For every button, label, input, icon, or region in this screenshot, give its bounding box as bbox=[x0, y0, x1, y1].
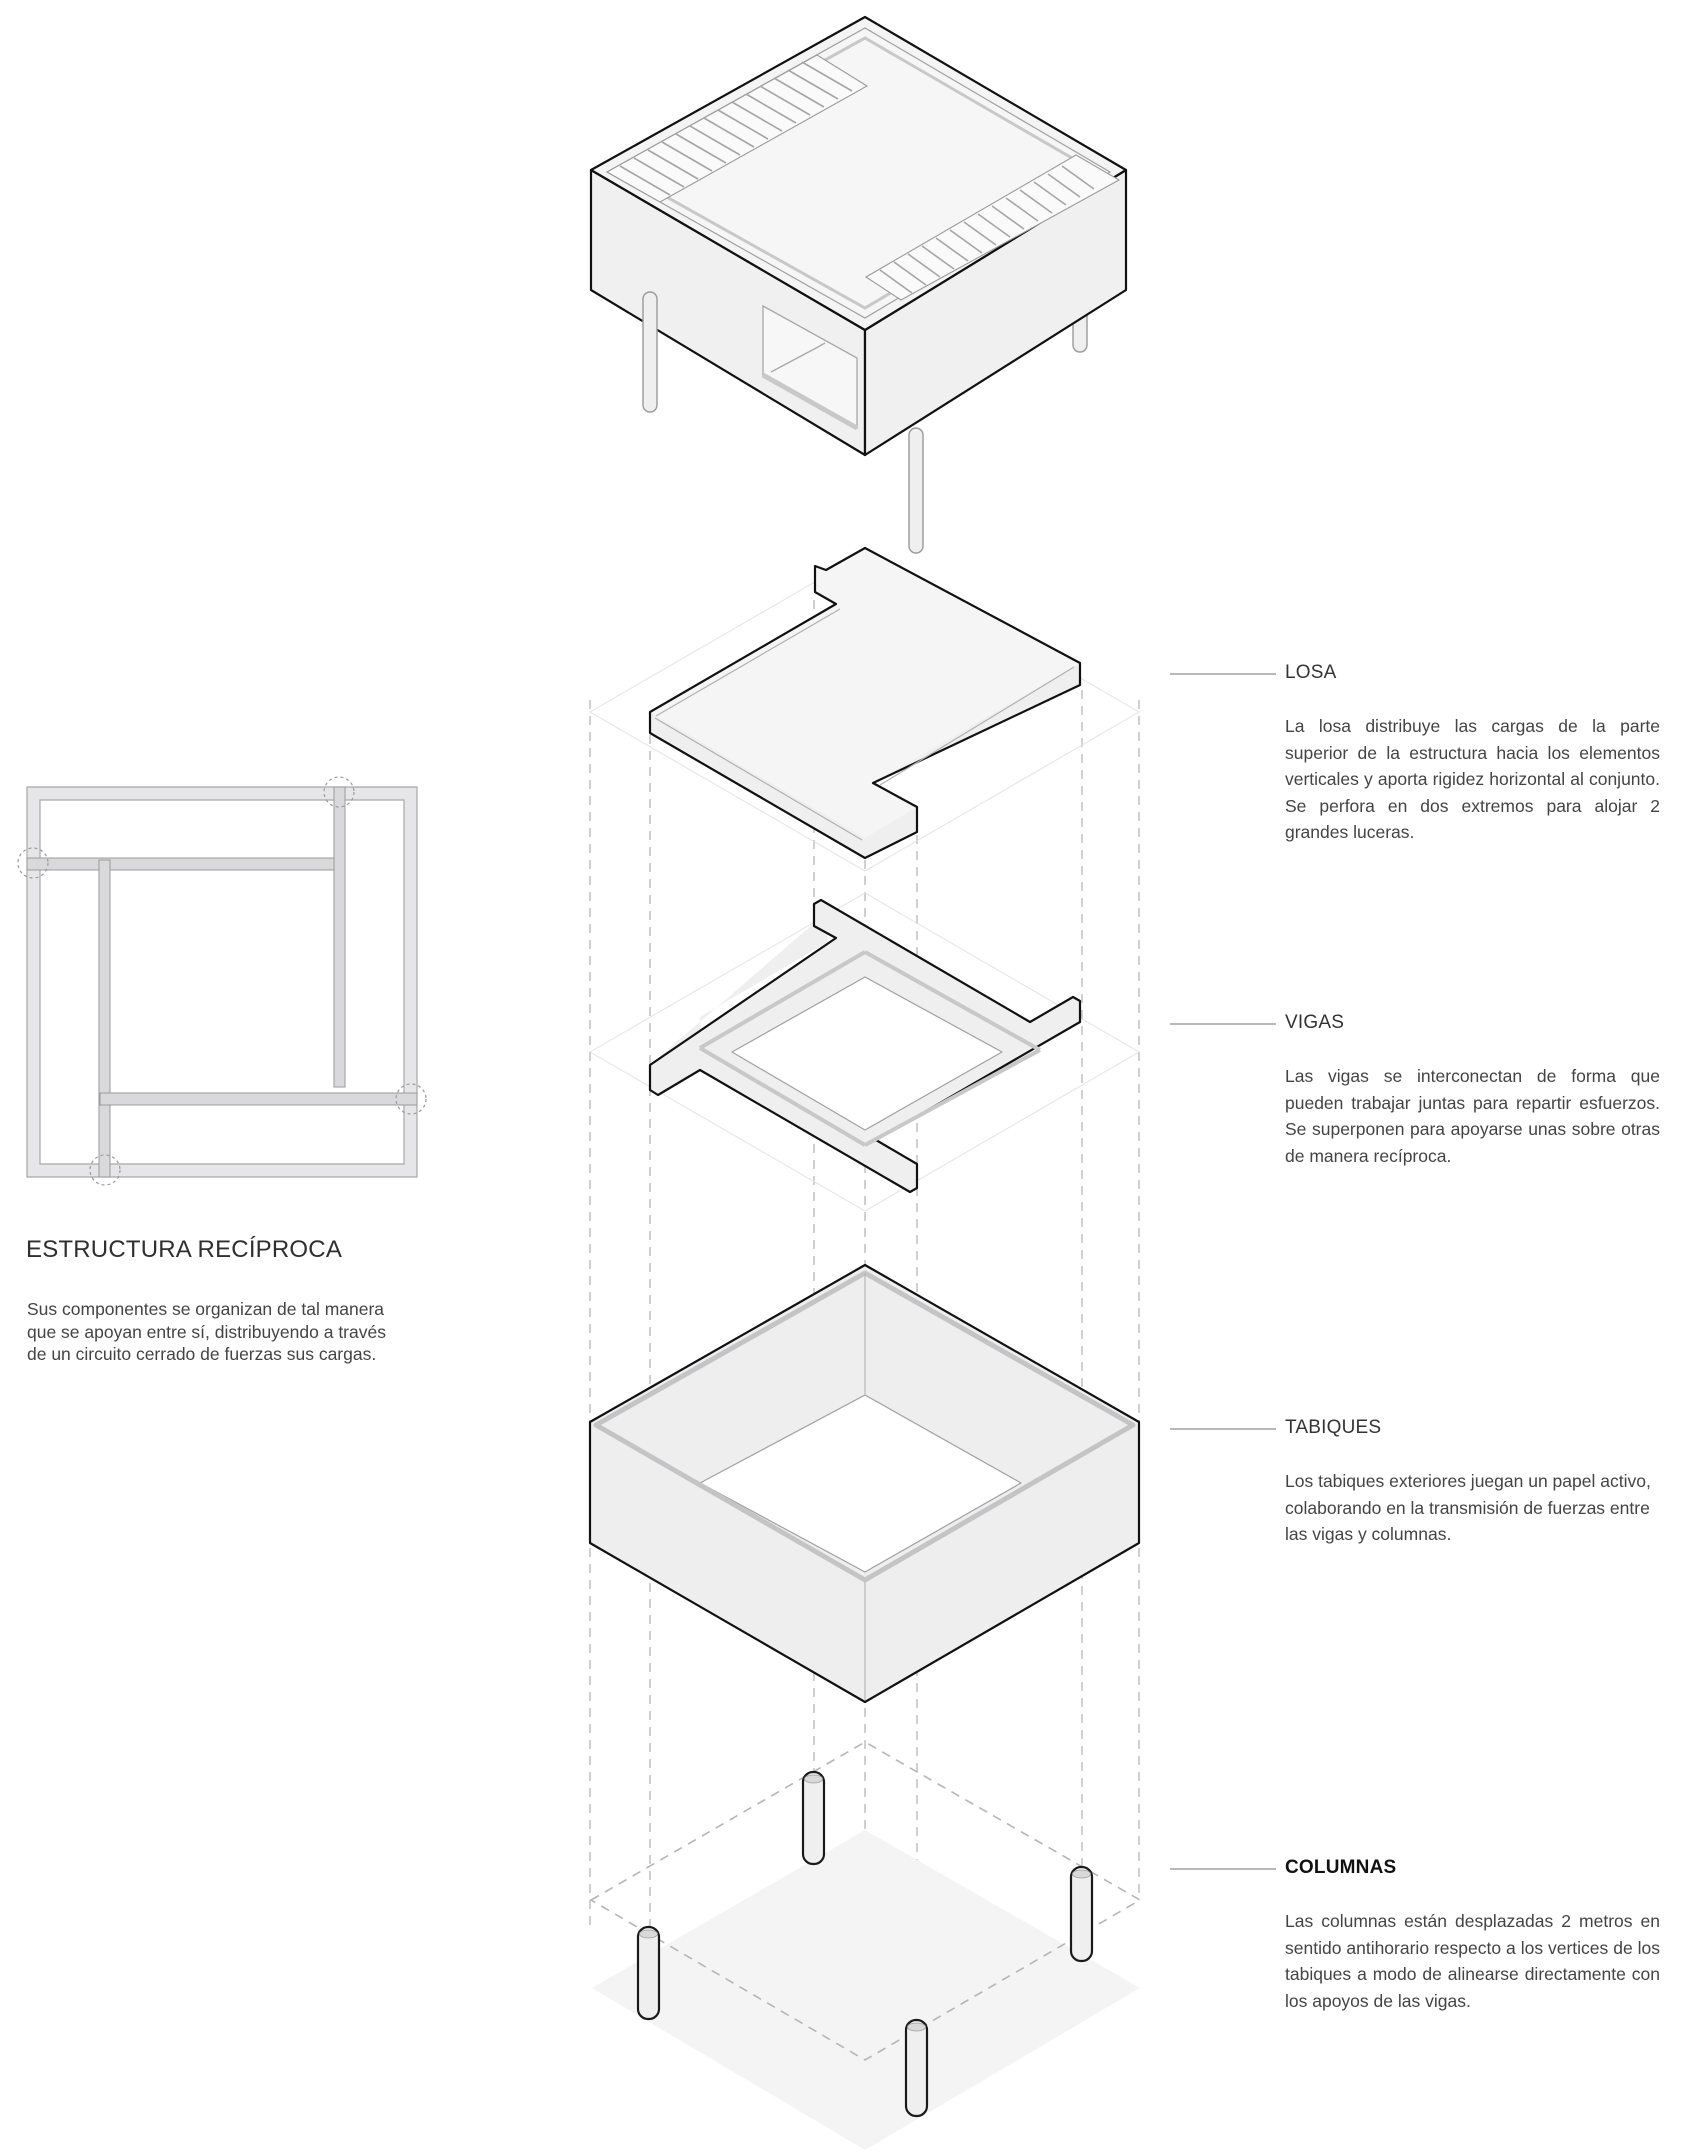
columns-component bbox=[589, 1741, 1142, 2150]
column-back bbox=[801, 1770, 826, 1866]
leader-line bbox=[1170, 673, 1276, 675]
support-circle bbox=[89, 1154, 121, 1186]
callout-label: COLUMNAS bbox=[1285, 1857, 1397, 1878]
callout-label: VIGAS bbox=[1285, 1012, 1345, 1033]
callout-body: Las vigas se interconectan de forma que … bbox=[1285, 1066, 1660, 1166]
support-circle bbox=[395, 1083, 427, 1115]
column-left bbox=[636, 1925, 661, 2021]
column-front bbox=[904, 2018, 929, 2118]
skylight-left bbox=[605, 54, 869, 203]
assembled-building bbox=[589, 15, 1128, 554]
column-footprint bbox=[589, 1741, 1142, 2061]
slab-component bbox=[648, 546, 1082, 860]
leader-line bbox=[1170, 1023, 1276, 1025]
callout-label: LOSA bbox=[1285, 662, 1337, 683]
reciprocal-plan-diagram bbox=[17, 776, 427, 1186]
beams-component bbox=[648, 898, 1082, 1194]
leg bbox=[642, 291, 924, 554]
column-right bbox=[1069, 1865, 1094, 1963]
intro-body: Sus componentes se organizan de tal mane… bbox=[27, 1299, 386, 1364]
intro-title: ESTRUCTURA RECÍPROCA bbox=[26, 1236, 343, 1263]
leader-line bbox=[1170, 1868, 1276, 1870]
leader-line bbox=[1170, 1428, 1276, 1430]
callout-label: TABIQUES bbox=[1285, 1417, 1382, 1438]
skylight-right bbox=[864, 154, 1121, 301]
window-opening bbox=[761, 304, 859, 431]
support-circle bbox=[17, 847, 49, 879]
support-circle bbox=[323, 776, 355, 808]
walls-component bbox=[588, 1263, 1141, 1704]
callout-body: Los tabiques exteriores juegan un papel … bbox=[1285, 1471, 1651, 1544]
callout-body: La losa distribuye las cargas de la part… bbox=[1285, 716, 1660, 842]
callout-body: Las columnas están desplazadas 2 metros … bbox=[1285, 1911, 1660, 2011]
ground-shadow bbox=[592, 1830, 1140, 2150]
